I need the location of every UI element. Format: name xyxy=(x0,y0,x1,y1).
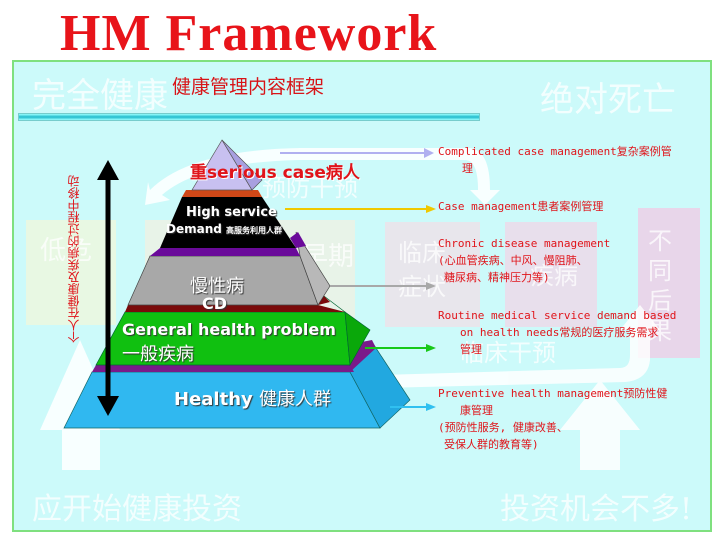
preventive-health-management: Preventive health management预防性健 康管理 (预防… xyxy=(438,385,667,453)
bg-text-healthy: 完全健康 xyxy=(32,76,168,116)
text-line: Case management患者案例管理 xyxy=(438,200,604,213)
arrow-up-head xyxy=(97,160,119,180)
text-line: Preventive health management预防性健 xyxy=(438,387,668,400)
side-label: 个人在健康及疾病的过程中移动 xyxy=(67,175,81,343)
bg-text-invest: 应开始健康投资 xyxy=(32,492,242,527)
text-line: (心血管疾病、中风、慢阻肺、 xyxy=(438,254,588,267)
slide-title: HM Framework xyxy=(60,5,438,62)
case-management: Case management患者案例管理 xyxy=(438,198,603,215)
bg-text-opportunity: 投资机会不多! xyxy=(500,492,693,527)
text-line: 理 xyxy=(462,162,473,175)
stage-box xyxy=(26,220,116,325)
routine-medical-management: Routine medical service demand based on … xyxy=(438,307,676,358)
stage-label: 临床症状 xyxy=(398,239,446,301)
general-health-label: General health problem xyxy=(122,320,336,339)
general-health-cn-label: 一般疾病 xyxy=(122,344,194,365)
complicated-case-management: Complicated case management复杂案例管 理 xyxy=(438,143,672,177)
text-line: (预防性服务, 健康改善、 xyxy=(438,421,568,434)
cd-label: CD xyxy=(202,294,228,313)
demand-text: Demand xyxy=(166,222,222,236)
stage-label: 疾病 xyxy=(530,262,578,290)
text-line: 受保人群的教育等) xyxy=(444,438,539,451)
healthy-en: Healthy xyxy=(174,389,253,410)
demand-cn-text: 高服务利用人群 xyxy=(226,226,283,235)
chronic-label: 慢性病 xyxy=(190,276,244,297)
bg-text-prevention: 预防干预 xyxy=(262,174,358,202)
subtitle: 健康管理内容框架 xyxy=(172,76,325,98)
healthy-label: Healthy 健康人群 xyxy=(174,385,331,411)
text-line: 康管理 xyxy=(460,404,493,417)
healthy-cn: 健康人群 xyxy=(259,389,332,410)
up-arrow-right xyxy=(560,380,640,470)
text-line: Complicated case management复杂案例管 xyxy=(438,145,672,158)
bg-text-death: 绝对死亡 xyxy=(540,80,676,120)
arrow-down-head xyxy=(97,396,119,416)
stage-box xyxy=(505,222,597,327)
high-service-layer xyxy=(160,197,296,248)
chronic-disease-management: Chronic disease management (心血管疾病、中风、慢阻肺… xyxy=(438,235,610,286)
high-service-label: High service xyxy=(186,205,277,220)
text-line: Chronic disease management xyxy=(438,237,611,250)
title-divider xyxy=(18,113,480,121)
high-service-label-2: Demand 高服务利用人群 xyxy=(166,222,282,236)
text-line: 糖尿病、精神压力等) xyxy=(444,271,550,284)
text-line: 管理 xyxy=(460,343,482,356)
text-line: on health needs常规的医疗服务需求 xyxy=(460,326,659,339)
serious-case-label: 重serious case病人 xyxy=(190,163,360,183)
stage-box xyxy=(385,222,480,327)
turn-arrow xyxy=(380,305,660,388)
pointer-arrows xyxy=(280,148,436,411)
text-line: Routine medical service demand based xyxy=(438,309,677,322)
bg-text-clinical: 临床干预 xyxy=(460,339,556,367)
stage-label: 不同后果 xyxy=(648,227,672,345)
